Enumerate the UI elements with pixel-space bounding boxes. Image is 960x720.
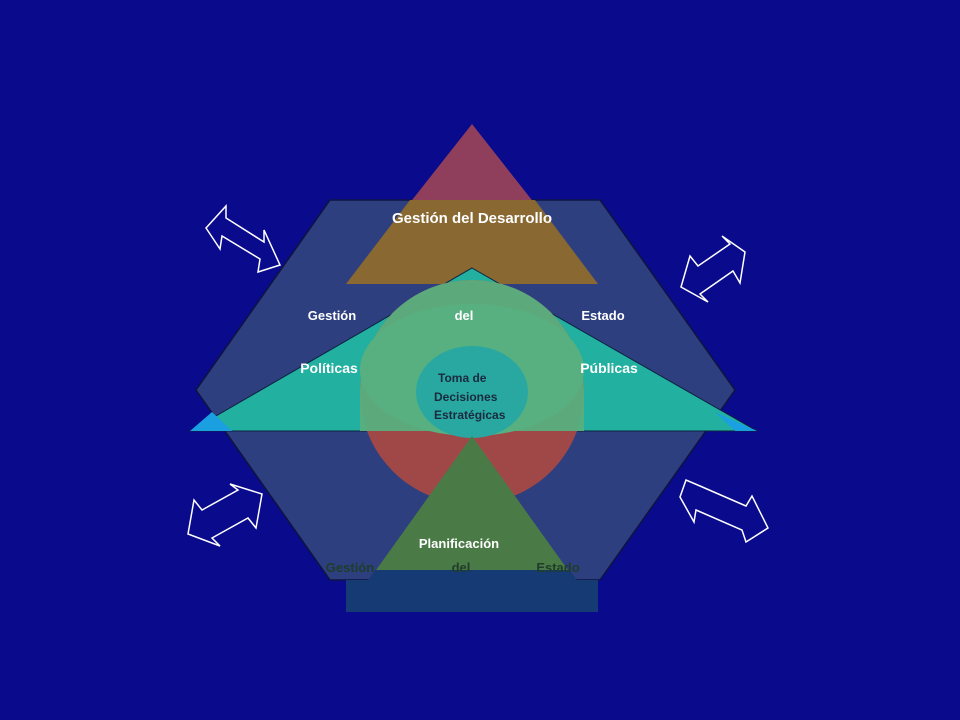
faded-row-word-1: Gestión: [326, 560, 374, 575]
core-label-line-1: Toma de: [438, 371, 487, 385]
middle-triangle-left-tip: [190, 412, 232, 431]
estado-row-word-2: del: [455, 308, 474, 323]
double-arrow-icon: [679, 478, 769, 544]
estado-row-word-3: Estado: [581, 308, 624, 323]
faded-row-word-3: Estado: [536, 560, 579, 575]
faded-row-word-2: del: [452, 560, 471, 575]
bottom-triangle-base: [346, 580, 598, 612]
double-arrow-icon: [205, 204, 282, 274]
core-label-line-3: Estratégicas: [434, 408, 506, 422]
estado-row-word-1: Gestión: [308, 308, 356, 323]
core-label-line-2: Decisiones: [434, 390, 498, 404]
top-triangle-label: Gestión del Desarrollo: [392, 210, 552, 227]
middle-triangle-right-tip: [715, 412, 757, 431]
politicas-left-label: Políticas: [300, 360, 358, 376]
double-arrow-icon: [680, 235, 746, 303]
politicas-right-label: Públicas: [580, 360, 638, 376]
top-triangle-lower-band: [346, 200, 598, 284]
bottom-triangle-label: Planificación: [419, 536, 499, 551]
double-arrow-icon: [187, 483, 263, 547]
core-circle: [416, 346, 528, 438]
bottom-triangle: [346, 436, 598, 612]
